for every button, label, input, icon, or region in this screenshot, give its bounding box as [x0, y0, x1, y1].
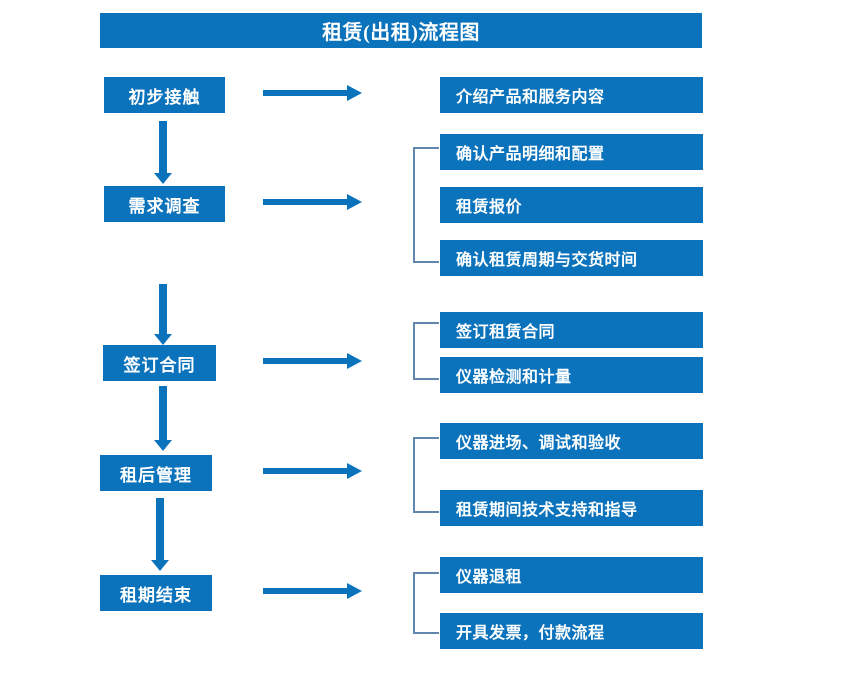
detail-box-invoice-payment[interactable]: 开具发票，付款流程 [440, 613, 703, 649]
detail-label: 租赁期间技术支持和指导 [456, 502, 638, 519]
detail-label: 签订租赁合同 [456, 324, 556, 341]
arrow-down-icon-stage-3-to-4 [154, 386, 172, 451]
bracket-group-contract [413, 322, 439, 380]
detail-label: 开具发票，付款流程 [456, 625, 605, 642]
stage-box-sign-contract[interactable]: 签订合同 [103, 345, 216, 381]
arrow-down-icon-stage-4-to-5 [151, 498, 169, 571]
stage-label: 需求调查 [128, 196, 201, 216]
stage-box-rental-end[interactable]: 租期结束 [100, 575, 212, 611]
bracket-group-management [413, 437, 439, 513]
detail-box-introduce-products[interactable]: 介绍产品和服务内容 [440, 77, 703, 113]
detail-label: 确认租赁周期与交货时间 [456, 252, 638, 269]
detail-label: 确认产品明细和配置 [456, 146, 605, 163]
stage-label: 租后管理 [120, 465, 192, 485]
detail-box-rental-quotation[interactable]: 租赁报价 [440, 187, 703, 223]
detail-label: 仪器检测和计量 [456, 369, 572, 386]
chart-title: 租赁(出租)流程图 [322, 22, 480, 44]
chart-title-bar: 租赁(出租)流程图 [100, 13, 702, 48]
stage-label: 签订合同 [123, 355, 196, 375]
detail-box-confirm-product-spec[interactable]: 确认产品明细和配置 [440, 134, 703, 170]
stage-box-post-rental-management[interactable]: 租后管理 [100, 455, 212, 491]
detail-box-instrument-entry-commissioning[interactable]: 仪器进场、调试和验收 [440, 423, 703, 459]
detail-box-sign-rental-contract[interactable]: 签订租赁合同 [440, 312, 703, 348]
detail-box-instrument-return[interactable]: 仪器退租 [440, 557, 703, 593]
arrow-right-icon-stage-4 [263, 463, 362, 479]
arrow-right-icon-stage-3 [263, 353, 362, 369]
stage-label: 初步接触 [128, 87, 201, 107]
arrow-right-icon-stage-1 [263, 85, 362, 101]
stage-box-demand-survey[interactable]: 需求调查 [104, 186, 225, 222]
detail-label: 仪器退租 [456, 569, 523, 586]
arrow-down-icon-stage-2-to-3 [154, 284, 172, 345]
detail-label: 仪器进场、调试和验收 [456, 435, 622, 452]
detail-label: 介绍产品和服务内容 [456, 89, 605, 106]
arrow-right-icon-stage-5 [263, 583, 362, 599]
bracket-group-end [413, 572, 439, 634]
detail-box-technical-support[interactable]: 租赁期间技术支持和指导 [440, 490, 703, 526]
detail-box-confirm-period-delivery[interactable]: 确认租赁周期与交货时间 [440, 240, 703, 276]
arrow-right-icon-stage-2 [263, 194, 362, 210]
detail-label: 租赁报价 [456, 199, 523, 216]
bracket-group-demand [413, 147, 439, 263]
stage-box-initial-contact[interactable]: 初步接触 [104, 77, 225, 113]
stage-label: 租期结束 [120, 585, 192, 605]
detail-box-instrument-inspection[interactable]: 仪器检测和计量 [440, 357, 703, 393]
arrow-down-icon-stage-1-to-2 [154, 121, 172, 184]
